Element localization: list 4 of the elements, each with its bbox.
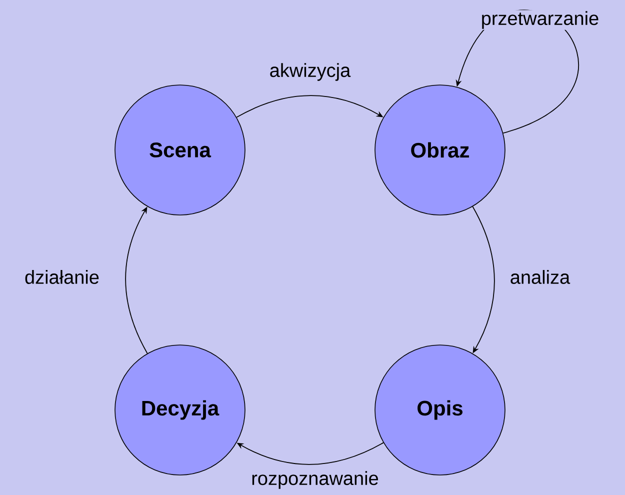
edge-label: akwizycja bbox=[268, 62, 352, 82]
edge-label: działanie bbox=[24, 269, 100, 285]
edge-label: analiza bbox=[508, 269, 572, 285]
edge-label: przetwarzanie bbox=[480, 10, 600, 30]
